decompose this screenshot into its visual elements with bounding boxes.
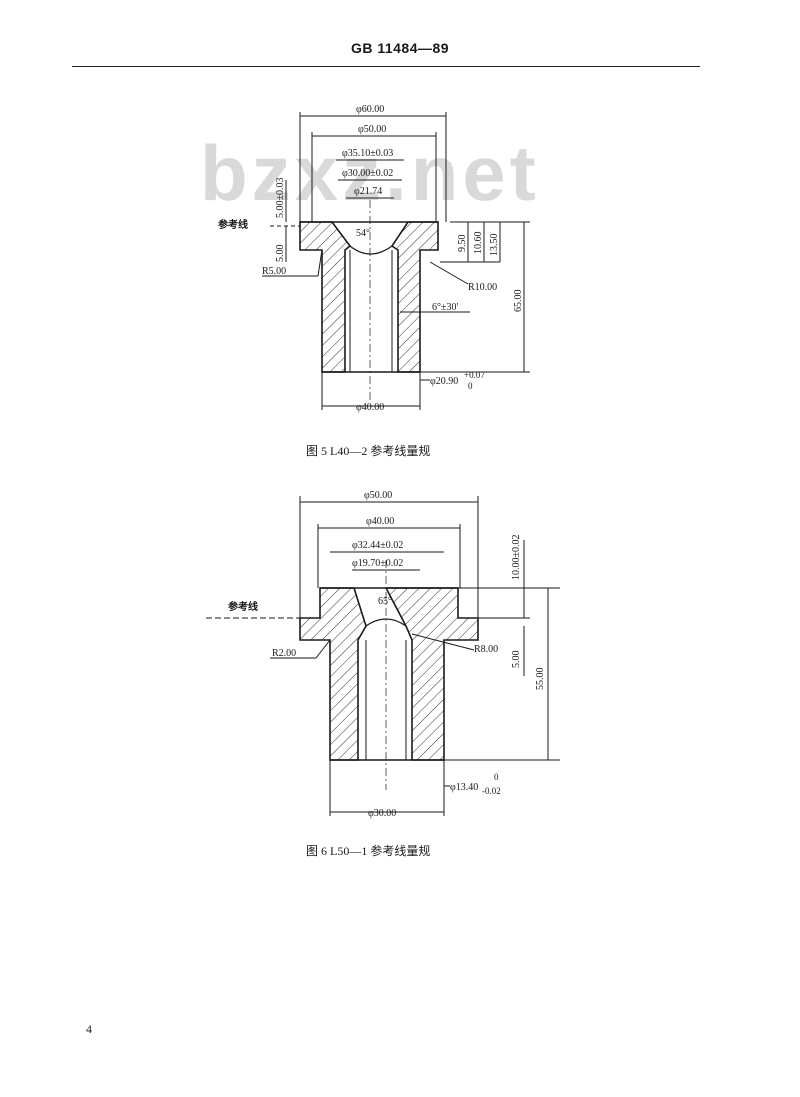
- fig6-dim-h55: 55.00: [535, 668, 546, 691]
- fig5-dim-h5-tol: 5.00±0.03: [275, 178, 286, 219]
- figure6-caption: 图 6 L50—1 参考线量规: [306, 844, 431, 858]
- fig6-dim-h10-tol: 10.00±0.02: [511, 535, 522, 581]
- header-rule: [72, 66, 700, 67]
- figure5-caption: 图 5 L40—2 参考线量规: [306, 444, 431, 458]
- fig5-dim-d40: φ40.00: [356, 402, 384, 413]
- fig5-dim-d60: φ60.00: [356, 104, 384, 115]
- watermark: bzxz.net: [200, 129, 540, 217]
- fig6-right-section: [384, 587, 479, 761]
- fig6-dim-angle: 65°: [378, 596, 392, 607]
- fig5-dim-angle: 54°: [356, 228, 370, 239]
- fig5-dim-h9: 9.50: [457, 235, 468, 253]
- fig5-dim-taper: 6°±30': [432, 302, 458, 313]
- fig5-dim-d30: φ30.00±0.02: [342, 168, 393, 179]
- fig5-left-section: [299, 221, 352, 373]
- fig6-dim-bore: φ13.40: [450, 782, 478, 793]
- fig6-dim-r2: R2.00: [272, 648, 296, 659]
- fig5-dim-bore-tol-upper: +0.07: [464, 370, 485, 380]
- fig6-left-section: [299, 587, 367, 761]
- page-number: 4: [86, 1022, 92, 1036]
- fig6-dim-d19: φ19.70±0.02: [352, 558, 403, 569]
- fig6-reference-line-label: 参考线: [228, 600, 258, 613]
- fig5-dim-bore: φ20.90: [430, 376, 458, 387]
- fig5-dim-h13: 13.50: [489, 234, 500, 257]
- fig5-dim-d21: φ21.74: [354, 186, 382, 197]
- standard-code-header: GB 11484—89: [350, 40, 450, 56]
- figure6-drawing: [206, 496, 560, 816]
- fig6-dim-d32: φ32.44±0.02: [352, 540, 403, 551]
- figure6-labels: φ50.00 φ40.00 φ32.44±0.02 φ19.70±0.02 10…: [228, 490, 546, 819]
- fig6-dim-h5: 5.00: [511, 651, 522, 669]
- fig5-dim-r10: R10.00: [468, 282, 497, 293]
- fig5-dim-h5: 5.00: [275, 245, 286, 263]
- fig6-dim-bore-tol-upper: 0: [494, 772, 499, 782]
- fig5-dim-d50: φ50.00: [358, 124, 386, 135]
- fig5-dim-h65: 65.00: [513, 290, 524, 313]
- fig6-dim-d30: φ30.00: [368, 808, 396, 819]
- fig5-dim-r5: R5.00: [262, 266, 286, 277]
- fig6-dim-d40: φ40.00: [366, 516, 394, 527]
- fig6-dim-bore-tol-lower: -0.02: [482, 786, 501, 796]
- fig5-dim-h10: 10.60: [473, 232, 484, 255]
- fig6-dim-r8: R8.00: [474, 644, 498, 655]
- fig5-dim-d35: φ35.10±0.03: [342, 148, 393, 159]
- figure5-drawing: [262, 112, 530, 410]
- fig5-reference-line-label: 参考线: [218, 218, 248, 231]
- fig5-right-section: [390, 221, 439, 373]
- figure5-labels: φ60.00 φ50.00 φ35.10±0.03 φ30.00±0.02 φ2…: [218, 104, 524, 413]
- fig5-dim-bore-tol-lower: 0: [468, 381, 473, 391]
- fig6-dim-d50: φ50.00: [364, 490, 392, 501]
